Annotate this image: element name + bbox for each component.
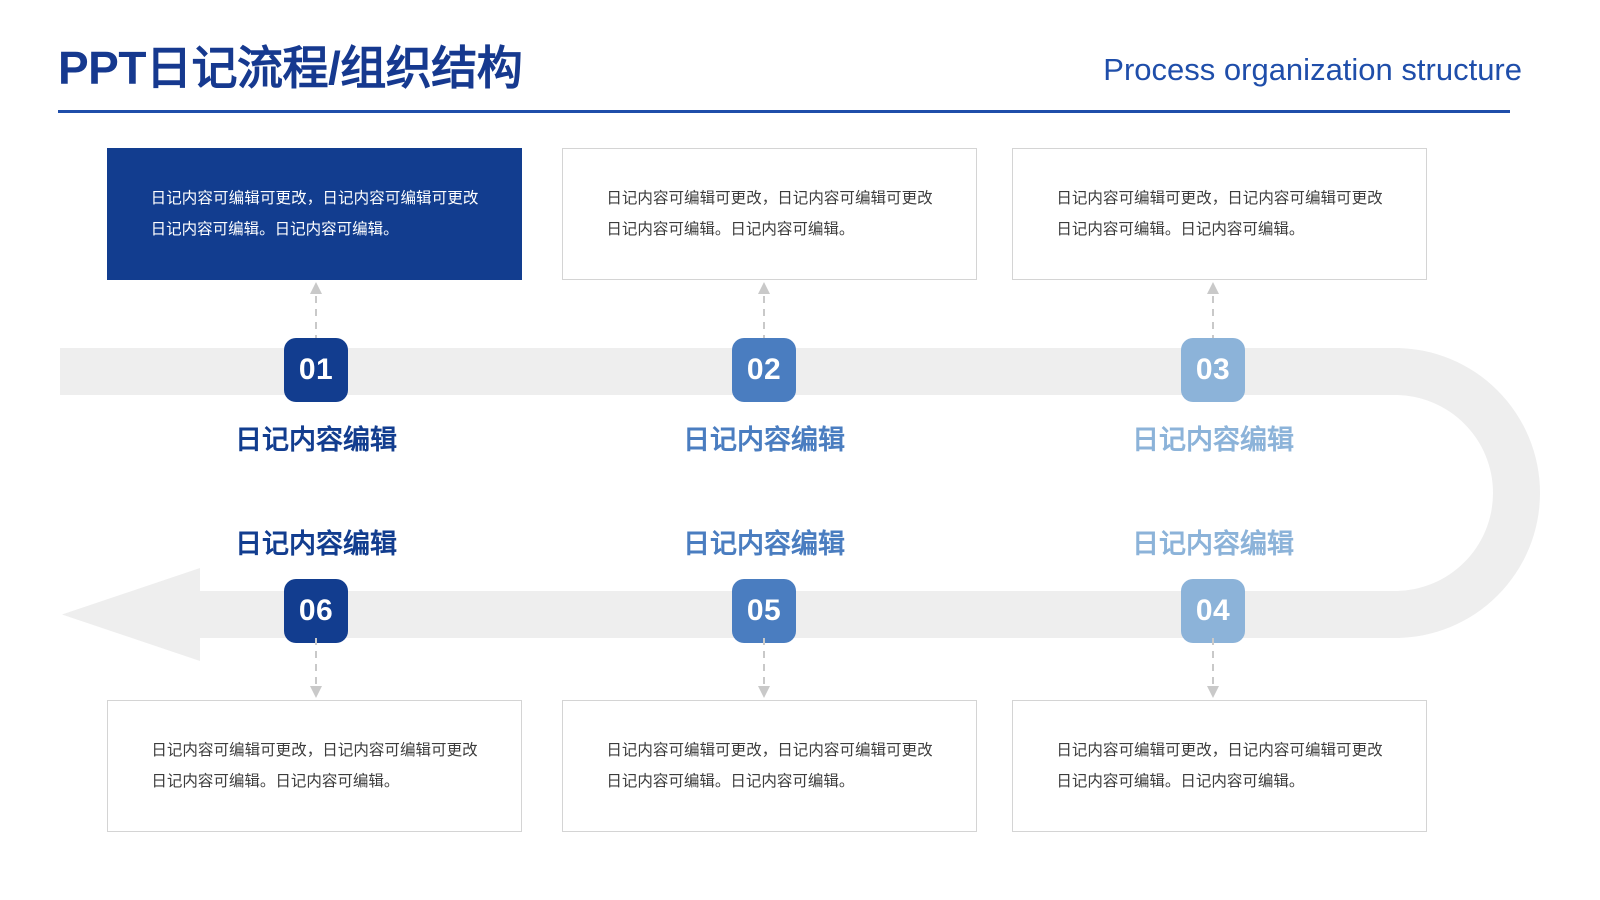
header-divider [58,110,1510,113]
step-label-04: 日记内容编辑 [1132,529,1294,559]
step-card-03[interactable]: 日记内容可编辑可更改，日记内容可编辑可更改日记内容可编辑。日记内容可编辑。 [1012,148,1427,280]
step-label-01: 日记内容编辑 [235,425,397,455]
step-badge-number: 05 [746,594,782,627]
connector-arrow-up-icon [758,282,770,342]
connector-arrow-down-icon [758,638,770,698]
step-label-05: 日记内容编辑 [683,529,845,559]
step-label-02: 日记内容编辑 [683,425,845,455]
page-subtitle: Process organization structure [1103,52,1522,87]
connector-arrow-up-icon [1207,282,1219,342]
step-badge-number: 04 [1195,594,1231,627]
step-badge-number: 02 [746,353,782,386]
step-card-text: 日记内容可编辑可更改，日记内容可编辑可更改日记内容可编辑。日记内容可编辑。 [1056,742,1383,790]
step-badge-number: 01 [298,353,334,386]
step-card-05[interactable]: 日记内容可编辑可更改，日记内容可编辑可更改日记内容可编辑。日记内容可编辑。 [562,700,977,832]
step-badge-05[interactable]: 05 [732,579,796,643]
slide-header: PPT日记流程/组织结构 Process organization struct… [0,0,1600,125]
step-badge-01[interactable]: 01 [284,338,348,402]
connector-arrow-down-icon [310,638,322,698]
connector-arrow-down-icon [1207,638,1219,698]
step-badge-06[interactable]: 06 [284,579,348,643]
step-badge-number: 06 [298,594,334,627]
step-card-text: 日记内容可编辑可更改，日记内容可编辑可更改日记内容可编辑。日记内容可编辑。 [606,190,933,238]
step-card-text: 日记内容可编辑可更改，日记内容可编辑可更改日记内容可编辑。日记内容可编辑。 [150,190,479,238]
step-badge-04[interactable]: 04 [1181,579,1245,643]
step-card-01[interactable]: 日记内容可编辑可更改，日记内容可编辑可更改日记内容可编辑。日记内容可编辑。 [107,148,522,280]
step-label-03: 日记内容编辑 [1132,425,1294,455]
step-label-06: 日记内容编辑 [235,529,397,559]
connector-arrow-up-icon [310,282,322,342]
step-card-02[interactable]: 日记内容可编辑可更改，日记内容可编辑可更改日记内容可编辑。日记内容可编辑。 [562,148,977,280]
step-card-04[interactable]: 日记内容可编辑可更改，日记内容可编辑可更改日记内容可编辑。日记内容可编辑。 [1012,700,1427,832]
step-card-text: 日记内容可编辑可更改，日记内容可编辑可更改日记内容可编辑。日记内容可编辑。 [1056,190,1383,238]
step-card-text: 日记内容可编辑可更改，日记内容可编辑可更改日记内容可编辑。日记内容可编辑。 [606,742,933,790]
step-badge-number: 03 [1195,353,1231,386]
step-badge-03[interactable]: 03 [1181,338,1245,402]
step-card-text: 日记内容可编辑可更改，日记内容可编辑可更改日记内容可编辑。日记内容可编辑。 [151,742,478,790]
step-badge-02[interactable]: 02 [732,338,796,402]
page-title: PPT日记流程/组织结构 [58,42,523,94]
process-ribbon [60,348,1540,661]
step-card-06[interactable]: 日记内容可编辑可更改，日记内容可编辑可更改日记内容可编辑。日记内容可编辑。 [107,700,522,832]
